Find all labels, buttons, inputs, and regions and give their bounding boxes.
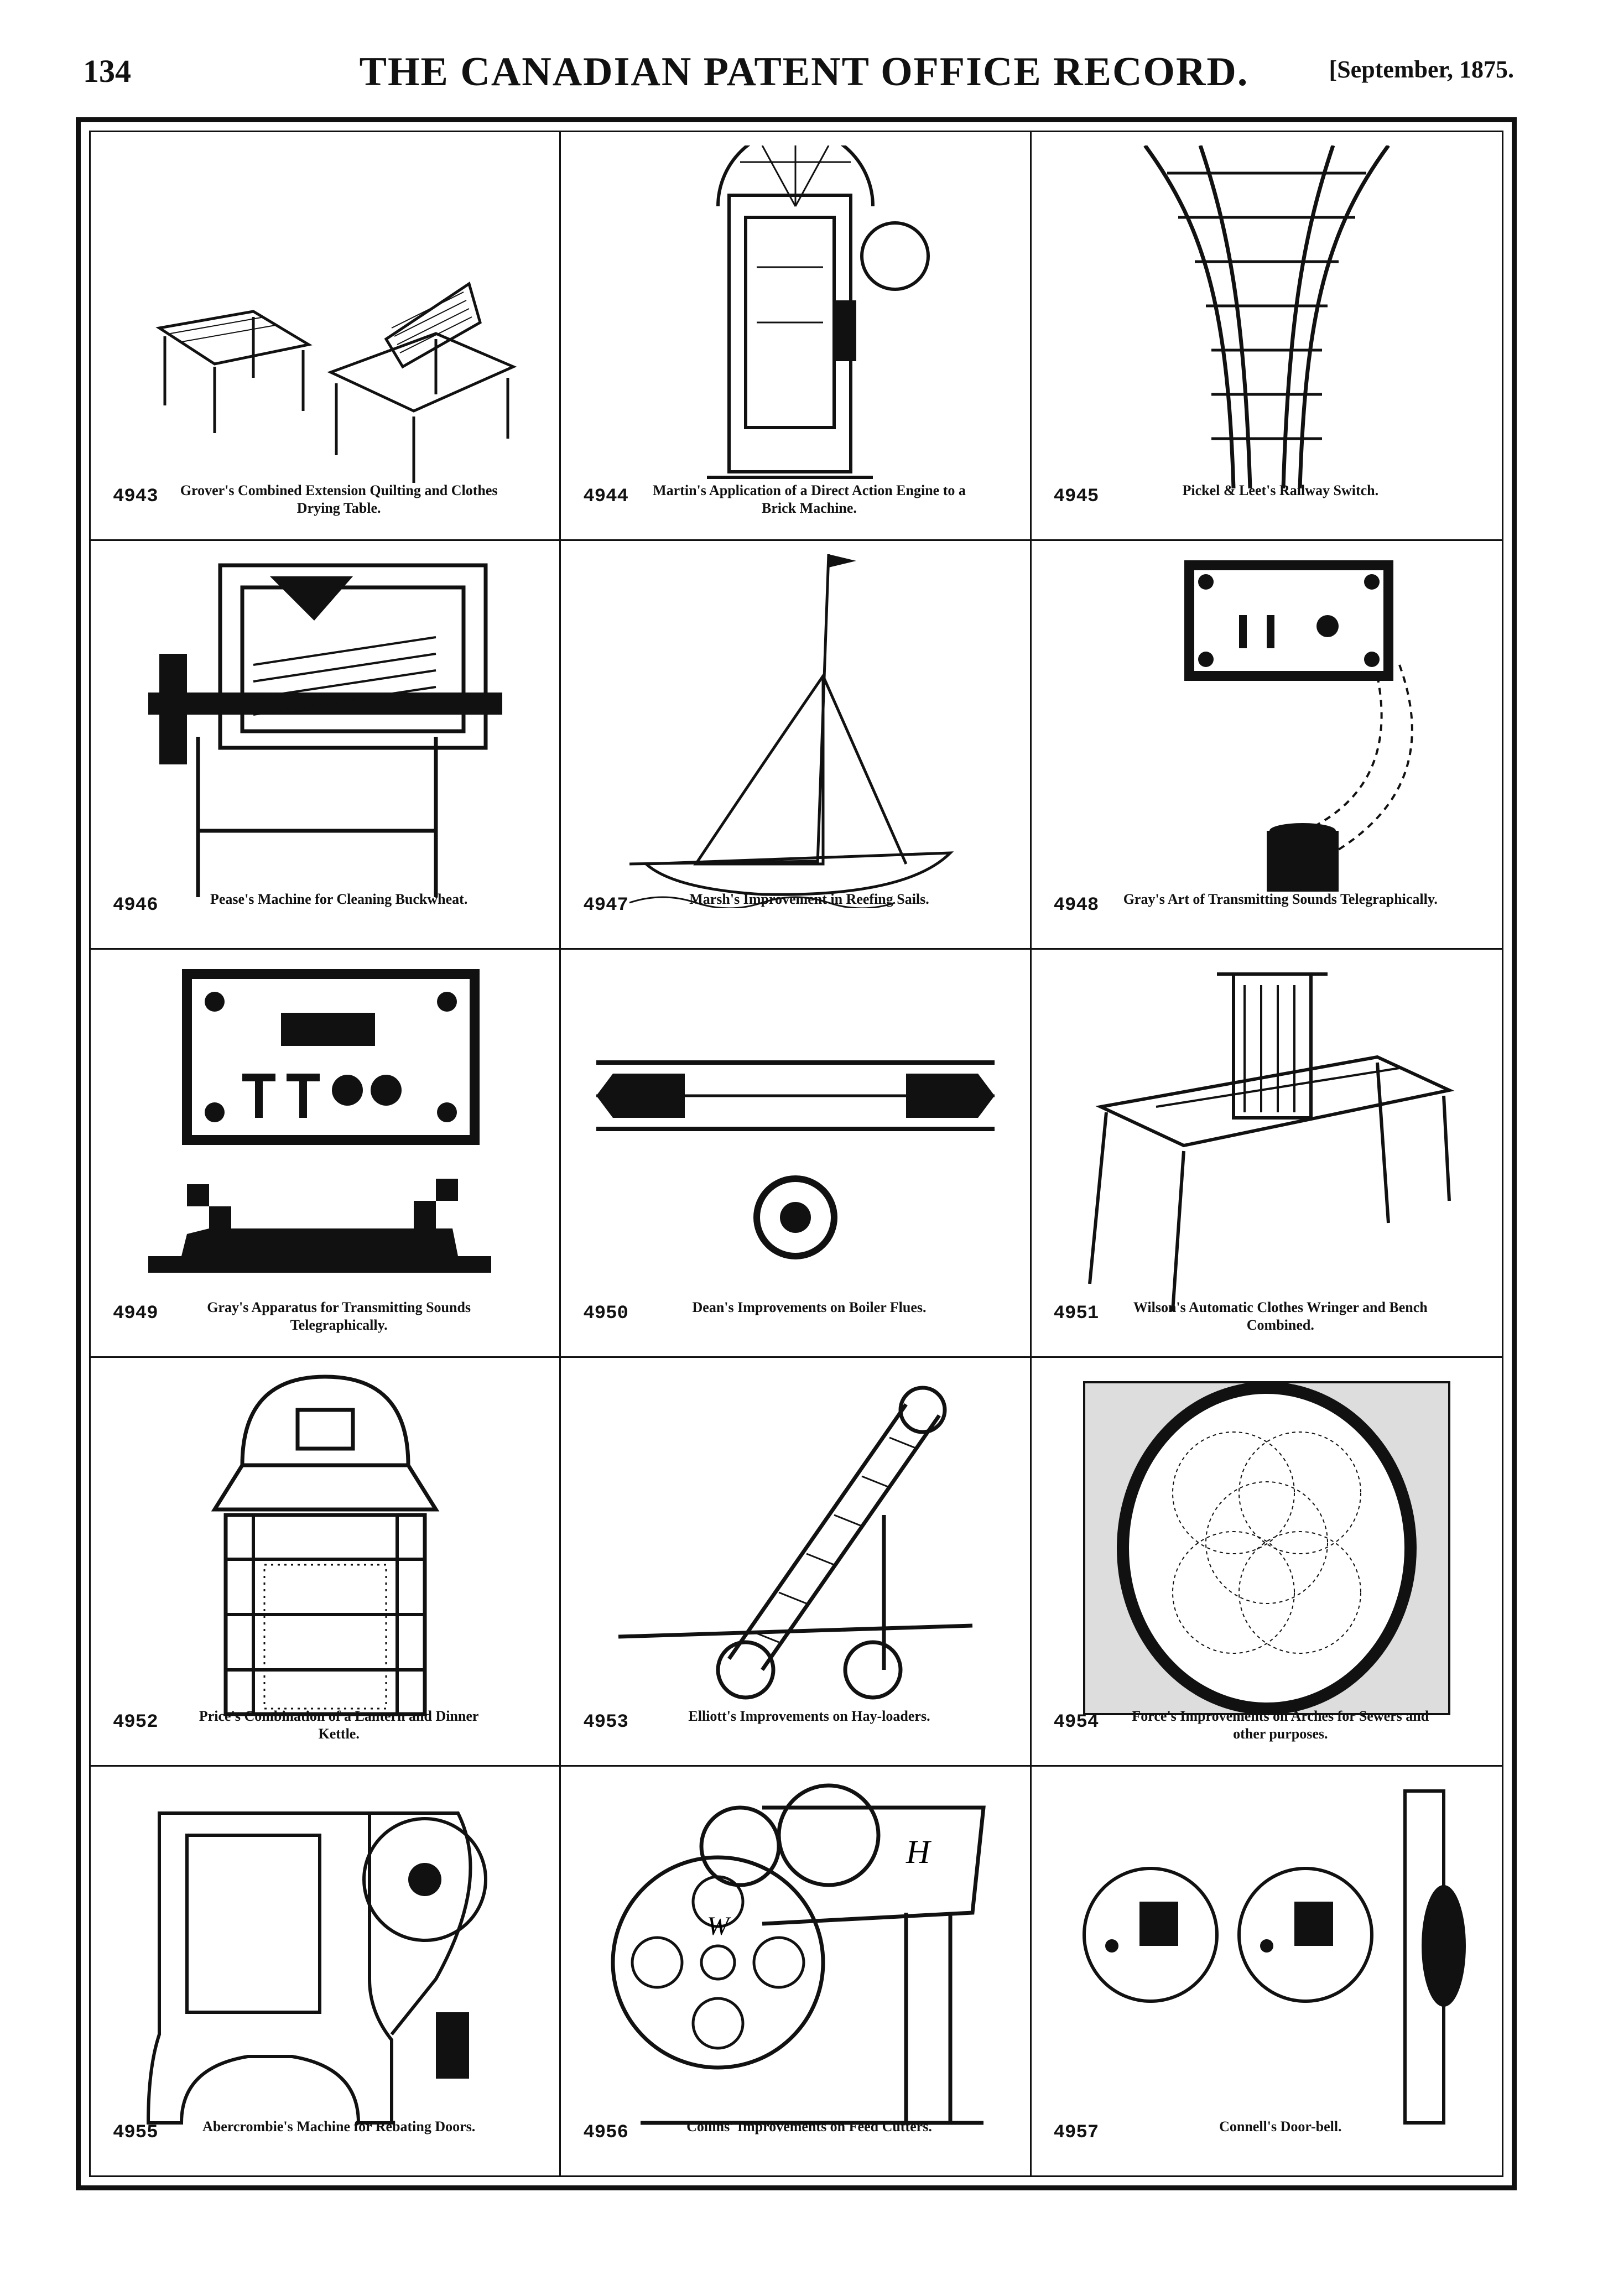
patent-caption: 4952 Price's Combination of a Lantern an… <box>113 1707 537 1755</box>
patent-title: Wilson's Automatic Clothes Wringer and B… <box>1133 1299 1428 1334</box>
sailboat-drawing <box>629 554 954 908</box>
patent-number: 4949 <box>113 1303 158 1325</box>
patent-title: Abercrombie's Machine for Rebating Doors… <box>202 2118 476 2134</box>
patent-title: Price's Combination of a Lantern and Din… <box>199 1708 479 1742</box>
patent-number: 4956 <box>583 2122 628 2143</box>
patent-number: 4950 <box>583 1303 628 1325</box>
page-header: 134 THE CANADIAN PATENT OFFICE RECORD. [… <box>0 0 1608 100</box>
sewer-arch-drawing <box>1083 1381 1450 1716</box>
patent-title: Gray's Art of Transmitting Sounds Telegr… <box>1123 891 1438 907</box>
patent-number: 4951 <box>1053 1303 1099 1325</box>
patent-number: 4955 <box>113 2122 158 2143</box>
patent-caption: 4953 Elliott's Improvements on Hay-loade… <box>583 1707 1007 1755</box>
patent-cell-4949: 4949 Gray's Apparatus for Transmitting S… <box>91 949 561 1358</box>
patent-caption: 4957 Connell's Door-bell. <box>1054 2118 1480 2165</box>
brick-machine-drawing <box>706 145 930 479</box>
journal-title: THE CANADIAN PATENT OFFICE RECORD. <box>359 49 1249 95</box>
wringer-bench-drawing <box>1087 972 1455 1311</box>
patent-caption: 4950 Dean's Improvements on Boiler Flues… <box>583 1299 1007 1346</box>
patent-number: 4952 <box>113 1712 158 1733</box>
patent-number: 4944 <box>583 486 628 507</box>
patent-caption: 4951 Wilson's Automatic Clothes Wringer … <box>1054 1299 1480 1346</box>
door-bell-drawing <box>1082 1789 1466 2125</box>
patent-number: 4957 <box>1053 2122 1099 2143</box>
patent-grid: 4943 Grover's Combined Extension Quiltin… <box>89 131 1503 2177</box>
patent-caption: 4945 Pickel & Leet's Railway Switch. <box>1054 482 1480 529</box>
issue-date: [September, 1875. <box>1329 56 1514 83</box>
telegraph-box-drawing <box>1184 560 1413 892</box>
patent-number: 4946 <box>113 894 158 916</box>
patent-title: Connell's Door-bell. <box>1219 2118 1342 2134</box>
patent-caption: 4944 Martin's Application of a Direct Ac… <box>583 482 1007 529</box>
patent-title: Collins' Improvements on Feed Cutters. <box>686 2118 932 2134</box>
patent-caption: 4956 Collins' Improvements on Feed Cutte… <box>583 2118 1007 2165</box>
patent-number: 4948 <box>1053 894 1099 916</box>
patent-cell-4950: 4950 Dean's Improvements on Boiler Flues… <box>561 949 1032 1358</box>
patent-caption: 4949 Gray's Apparatus for Transmitting S… <box>113 1299 537 1346</box>
svg-text:H: H <box>906 1834 932 1870</box>
patent-cell-4947: 4947 Marsh's Improvement in Reefing Sail… <box>561 540 1032 950</box>
patent-caption: 4943 Grover's Combined Extension Quiltin… <box>113 482 537 529</box>
patent-cell-4944: 4944 Martin's Application of a Direct Ac… <box>561 132 1032 541</box>
patent-title: Force's Improvements on Arches for Sewer… <box>1132 1708 1429 1742</box>
patent-title: Grover's Combined Extension Quilting and… <box>180 482 498 516</box>
patent-number: 4954 <box>1053 1712 1099 1733</box>
svg-text:W: W <box>707 1912 731 1941</box>
patent-caption: 4947 Marsh's Improvement in Reefing Sail… <box>583 891 1007 938</box>
patent-cell-4956: H W 4956 Collins' Improvements on Feed C… <box>561 1767 1032 2175</box>
patent-cell-4954: 4954 Force's Improvements on Arches for … <box>1031 1358 1502 1767</box>
boiler-flue-drawing <box>596 1060 995 1259</box>
patent-number: 4947 <box>583 894 628 916</box>
hay-loader-drawing <box>618 1386 973 1700</box>
patent-title: Marsh's Improvement in Reefing Sails. <box>689 891 929 907</box>
patent-number: 4943 <box>113 486 158 507</box>
patent-title: Pease's Machine for Cleaning Buckwheat. <box>210 891 468 907</box>
lantern-kettle-drawing <box>211 1375 439 1716</box>
telegraph-apparatus-drawing <box>148 969 491 1273</box>
patent-cell-4955: 4955 Abercrombie's Machine for Rebating … <box>91 1767 561 2175</box>
railway-switch-drawing <box>1143 145 1390 489</box>
patent-caption: 4946 Pease's Machine for Cleaning Buckwh… <box>113 891 537 938</box>
patent-cell-4957: 4957 Connell's Door-bell. <box>1032 1767 1502 2175</box>
patent-cell-4948: 4948 Gray's Art of Transmitting Sounds T… <box>1031 541 1502 950</box>
patent-caption: 4948 Gray's Art of Transmitting Sounds T… <box>1054 891 1480 938</box>
patent-cell-4946: 4946 Pease's Machine for Cleaning Buckwh… <box>91 540 561 950</box>
patent-title: Martin's Application of a Direct Action … <box>653 482 966 516</box>
patent-title: Gray's Apparatus for Transmitting Sounds… <box>207 1299 471 1334</box>
patent-cell-4952: 4952 Price's Combination of a Lantern an… <box>91 1358 561 1767</box>
page-number: 134 <box>83 53 131 89</box>
feed-cutter-drawing: H W <box>611 1783 986 2125</box>
patent-caption: 4955 Abercrombie's Machine for Rebating … <box>113 2118 537 2165</box>
patent-plate-frame: 4943 Grover's Combined Extension Quiltin… <box>76 117 1517 2190</box>
patent-title: Pickel & Leet's Railway Switch. <box>1182 482 1379 498</box>
table-drawing <box>155 282 517 483</box>
patent-cell-4953: 4953 Elliott's Improvements on Hay-loade… <box>561 1358 1032 1767</box>
patent-number: 4945 <box>1053 486 1099 507</box>
patent-caption: 4954 Force's Improvements on Arches for … <box>1054 1707 1480 1755</box>
patent-cell-4943: 4943 Grover's Combined Extension Quiltin… <box>91 132 561 541</box>
patent-cell-4951: 4951 Wilson's Automatic Clothes Wringer … <box>1031 950 1502 1358</box>
rebating-machine-drawing <box>146 1811 487 2125</box>
patent-title: Dean's Improvements on Boiler Flues. <box>692 1299 927 1316</box>
buckwheat-cleaner-drawing <box>148 563 502 897</box>
patent-number: 4953 <box>583 1712 628 1733</box>
patent-title: Elliott's Improvements on Hay-loaders. <box>688 1708 930 1725</box>
patent-cell-4945: 4945 Pickel & Leet's Railway Switch. <box>1031 132 1502 541</box>
